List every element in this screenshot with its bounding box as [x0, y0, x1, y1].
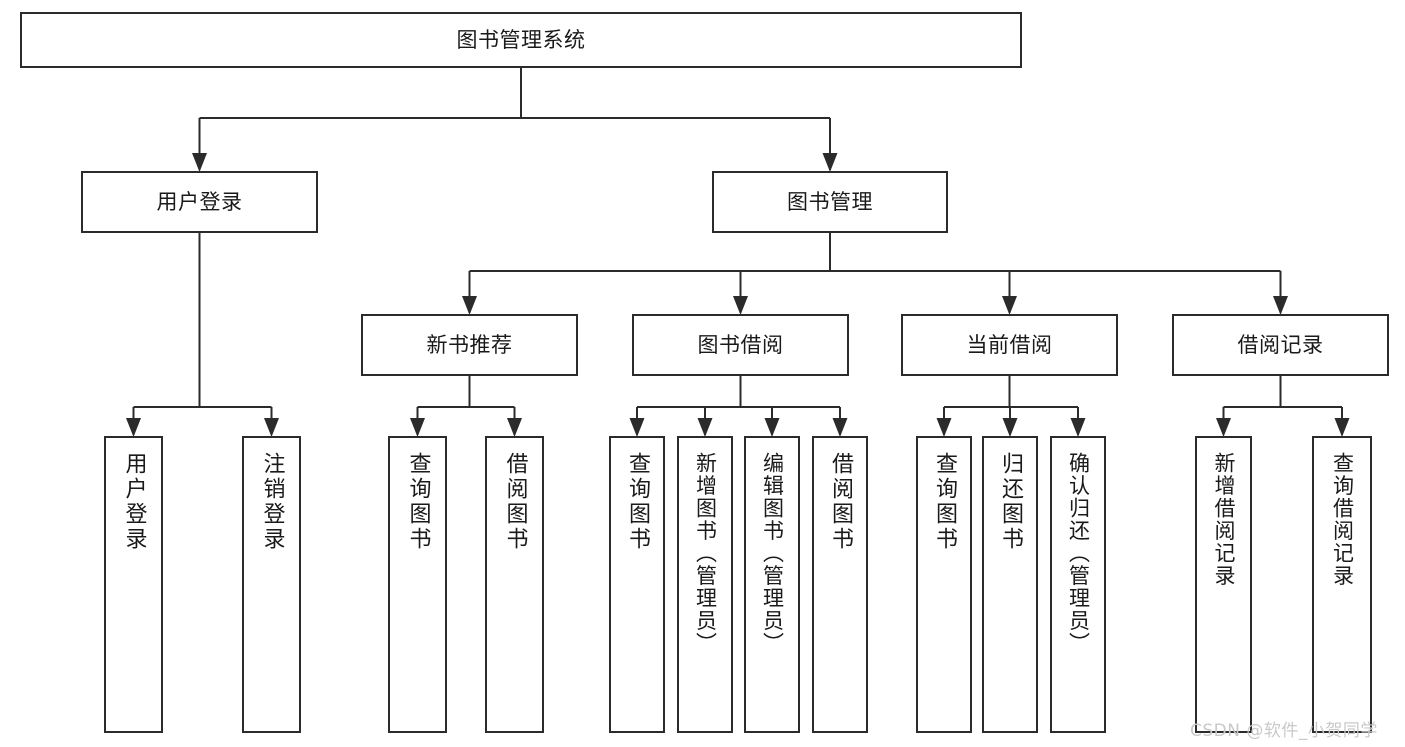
watermark: CSDN @软件_小贺同学 — [1190, 721, 1378, 741]
node-leaf_cb_query: 查询图书 — [916, 436, 972, 733]
node-label: 查询借阅记录 — [1330, 452, 1355, 587]
node-borrow_record: 借阅记录 — [1172, 314, 1389, 376]
node-leaf_bb_borrow: 借阅图书 — [812, 436, 868, 733]
node-leaf_user_login: 用户登录 — [104, 436, 163, 733]
node-leaf_bb_query: 查询图书 — [609, 436, 665, 733]
node-leaf_cb_confirm: 确认归还（管理员） — [1050, 436, 1106, 733]
node-new_book_rec: 新书推荐 — [361, 314, 578, 376]
node-label: 新书推荐 — [426, 332, 513, 357]
node-label: 归还图书 — [998, 452, 1023, 552]
node-label: 查询图书 — [932, 452, 957, 552]
node-leaf_user_logout: 注销登录 — [242, 436, 301, 733]
node-leaf_cb_return: 归还图书 — [982, 436, 1038, 733]
node-leaf_bb_edit: 编辑图书（管理员） — [744, 436, 800, 733]
node-leaf_bb_add: 新增图书（管理员） — [677, 436, 733, 733]
node-label: 用户登录 — [121, 452, 147, 552]
node-label: 注销登录 — [259, 452, 285, 552]
node-leaf_rec_borrow: 借阅图书 — [485, 436, 544, 733]
node-label: 借阅记录 — [1237, 332, 1324, 357]
node-root: 图书管理系统 — [20, 12, 1022, 68]
node-book_manage: 图书管理 — [712, 171, 948, 233]
node-label: 查询图书 — [625, 452, 650, 552]
node-label: 新增图书（管理员） — [693, 452, 718, 655]
node-label: 新增借阅记录 — [1212, 452, 1236, 587]
node-label: 图书管理系统 — [456, 27, 586, 52]
node-current_borrow: 当前借阅 — [901, 314, 1118, 376]
node-leaf_rec_query: 查询图书 — [388, 436, 447, 733]
node-leaf_br_query: 查询借阅记录 — [1312, 436, 1372, 733]
node-label: 图书借阅 — [697, 332, 784, 357]
node-user_login: 用户登录 — [81, 171, 318, 233]
node-label: 图书管理 — [787, 189, 873, 214]
node-label: 用户登录 — [156, 189, 243, 214]
node-label: 编辑图书（管理员） — [760, 452, 785, 655]
node-label: 借阅图书 — [502, 452, 528, 552]
node-label: 借阅图书 — [828, 452, 853, 552]
node-label: 确认归还（管理员） — [1066, 452, 1091, 655]
node-label: 当前借阅 — [966, 332, 1053, 357]
node-book_borrow: 图书借阅 — [632, 314, 849, 376]
node-leaf_br_add: 新增借阅记录 — [1195, 436, 1252, 733]
node-label: 查询图书 — [405, 452, 431, 552]
